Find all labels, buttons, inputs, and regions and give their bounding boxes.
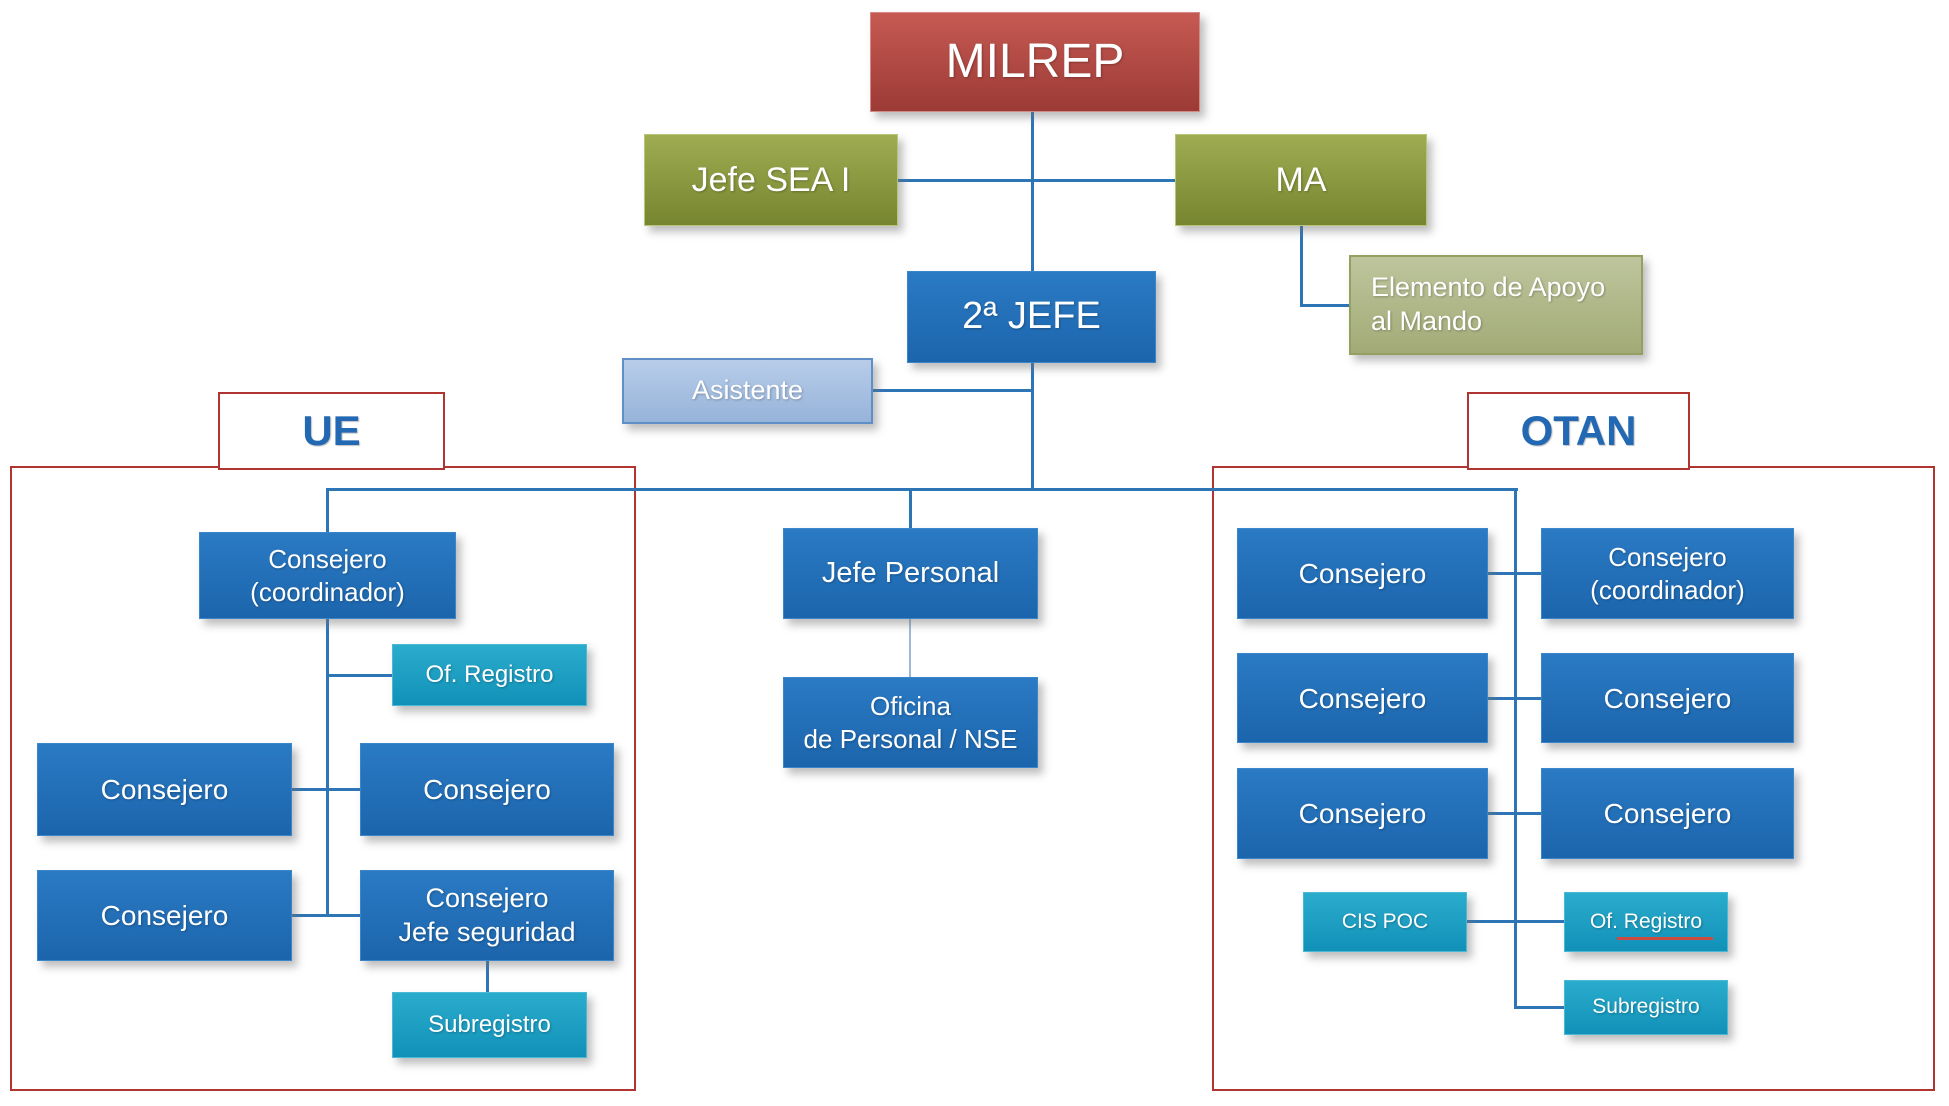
- connector-ue-drop: [326, 488, 329, 532]
- node-ue-consejero-l1: Consejero: [37, 743, 292, 836]
- node-segundo-jefe: 2ª JEFE: [907, 271, 1156, 363]
- node-otan-consejero-c1r3: Consejero: [1237, 768, 1488, 859]
- connector-personal-oficina: [909, 619, 911, 677]
- node-otan-coordinador: Consejero (coordinador): [1541, 528, 1794, 619]
- node-milrep: MILREP: [870, 12, 1200, 112]
- connector-ue-spine: [326, 619, 329, 916]
- node-otan-consejero-c2r2: Consejero: [1541, 653, 1794, 743]
- node-ue-consejero-seguridad: Consejero Jefe seguridad: [360, 870, 614, 961]
- node-jefe-personal: Jefe Personal: [783, 528, 1038, 619]
- connector-main-horizontal: [326, 488, 1518, 491]
- connector-2jefe-trunk: [1031, 363, 1034, 491]
- node-asistente: Asistente: [622, 358, 873, 424]
- node-ma: MA: [1175, 134, 1427, 226]
- ue-group-label: UE: [218, 392, 445, 470]
- connector-ma-elbow-h: [1300, 304, 1349, 307]
- connector-otan-subregistro: [1514, 1006, 1564, 1009]
- connector-otan-row3: [1488, 812, 1541, 815]
- node-ue-subregistro: Subregistro: [392, 992, 587, 1058]
- otan-of-registro-label: Of. Registro: [1589, 909, 1703, 933]
- connector-asistente: [873, 389, 1031, 392]
- node-jefe-sea-i: Jefe SEA I: [644, 134, 898, 226]
- connector-otan-row1: [1488, 572, 1541, 575]
- otan-group-label: OTAN: [1467, 392, 1690, 470]
- connector-sea-ma: [898, 179, 1175, 182]
- node-ue-consejero-l2: Consejero: [37, 870, 292, 961]
- node-otan-cis-poc: CIS POC: [1303, 892, 1467, 952]
- connector-otan-row2: [1488, 697, 1541, 700]
- node-ue-coordinador: Consejero (coordinador): [199, 532, 456, 619]
- connector-milrep-trunk: [1031, 112, 1034, 271]
- connector-ue-subregistro: [486, 961, 489, 992]
- node-elemento-apoyo: Elemento de Apoyo al Mando: [1349, 255, 1643, 355]
- connector-jefe-personal-drop: [909, 488, 912, 528]
- node-oficina-personal: Oficina de Personal / NSE: [783, 677, 1038, 768]
- connector-ma-elbow-v: [1300, 226, 1303, 307]
- connector-otan-spine: [1514, 488, 1517, 1008]
- node-otan-consejero-c1r1: Consejero: [1237, 528, 1488, 619]
- node-otan-of-registro: Of. Registro: [1564, 892, 1728, 952]
- node-otan-consejero-c2r3: Consejero: [1541, 768, 1794, 859]
- connector-otan-cis-registro: [1467, 920, 1564, 923]
- connector-ue-row1: [292, 788, 360, 791]
- node-otan-subregistro: Subregistro: [1564, 980, 1728, 1035]
- node-ue-consejero-r1: Consejero: [360, 743, 614, 836]
- node-otan-consejero-c1r2: Consejero: [1237, 653, 1488, 743]
- node-ue-of-registro: Of. Registro: [392, 644, 587, 706]
- connector-ue-row2: [292, 914, 360, 917]
- connector-ue-of-registro: [326, 674, 394, 677]
- red-underline-decoration: [1617, 937, 1713, 940]
